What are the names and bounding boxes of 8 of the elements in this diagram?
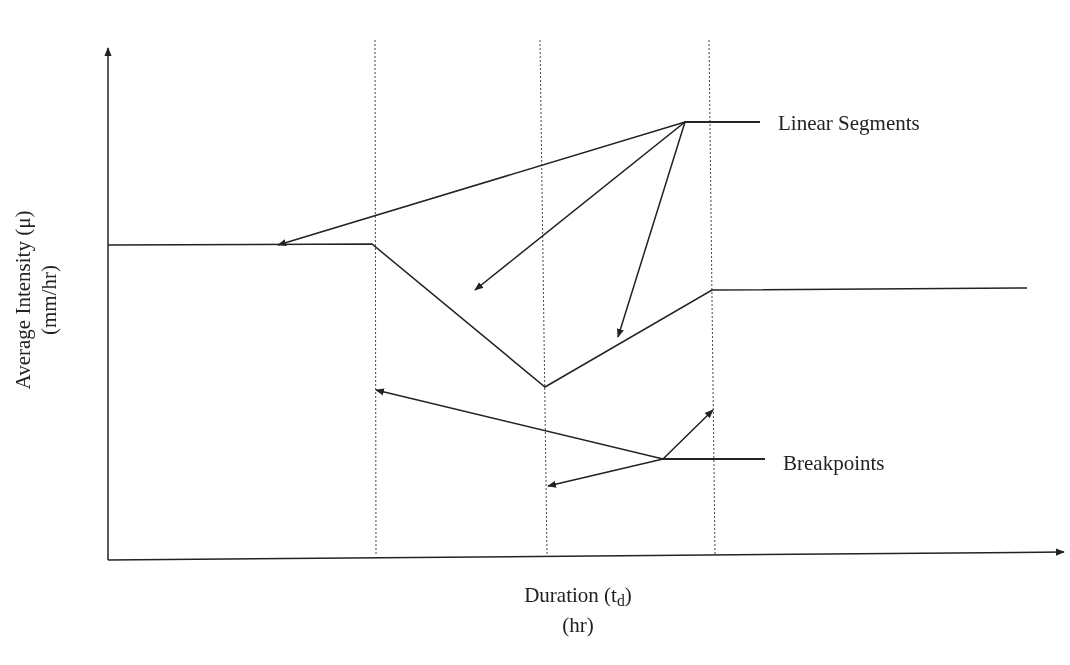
callout-text: Linear Segments: [778, 110, 920, 137]
leader-arrow: [616, 121, 761, 338]
callout-text: Breakpoints: [783, 450, 885, 477]
axis-unit: (mm/hr): [36, 265, 62, 335]
axis-label: Average Intensity (μ): [10, 210, 36, 390]
axis-unit: (hr): [562, 612, 594, 639]
leader-arrow: [661, 409, 766, 460]
axis-label: Duration (t$_{d}$): [524, 582, 632, 610]
